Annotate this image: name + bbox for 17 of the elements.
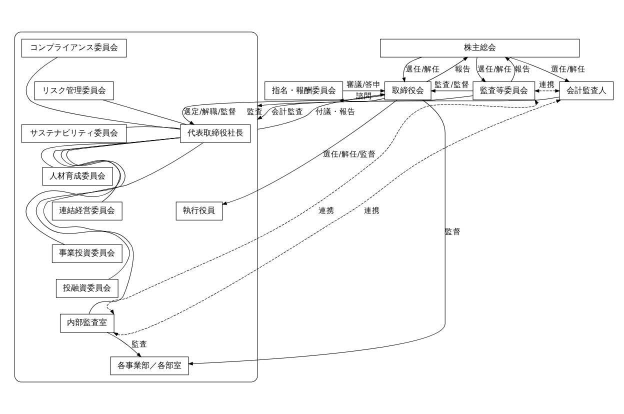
arrow — [342, 89, 386, 93]
connector — [126, 126, 180, 129]
arrow — [256, 96, 474, 108]
arrow — [426, 56, 468, 82]
arrow — [430, 89, 474, 93]
connector — [36, 138, 181, 280]
arrow — [182, 94, 385, 125]
arrow — [534, 89, 560, 93]
arrow — [504, 56, 516, 82]
connector — [102, 100, 187, 125]
connector — [26, 56, 180, 130]
arrow — [257, 93, 386, 130]
arrow — [402, 56, 422, 83]
connector — [43, 142, 204, 314]
arrow — [106, 332, 142, 358]
arrow — [476, 57, 486, 82]
arrow — [508, 56, 570, 82]
